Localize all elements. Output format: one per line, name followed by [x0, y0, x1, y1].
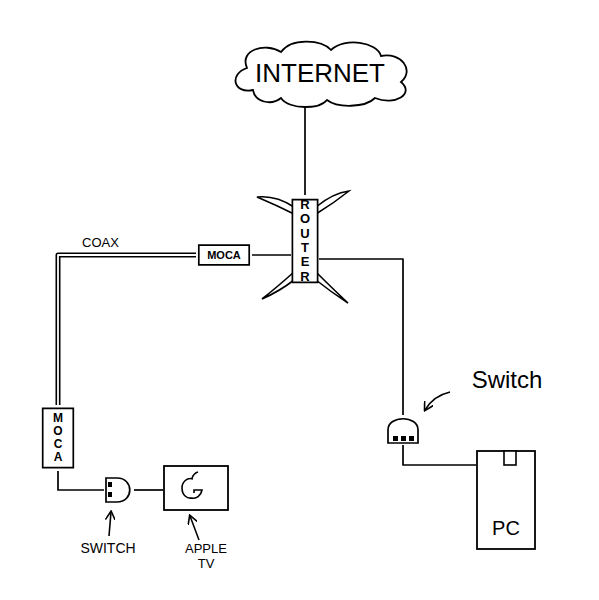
- antenna: [262, 272, 294, 299]
- apple-tv: APPLE TV: [163, 465, 229, 511]
- node-label: ROUTER: [299, 198, 312, 284]
- antenna: [316, 191, 349, 214]
- callout-label: Switch: [452, 366, 562, 394]
- ethernet-cable: [252, 255, 291, 256]
- callout-label: APPLE TV: [176, 542, 236, 572]
- callout-arrow: [109, 512, 111, 536]
- coax-cable: [58, 255, 196, 405]
- callout-arrow: [190, 516, 199, 540]
- antenna: [257, 197, 294, 214]
- switch-symbol: [104, 476, 134, 504]
- node-label: MOCA: [207, 249, 241, 261]
- router-antennas: [257, 191, 349, 303]
- ethernet-cable: [305, 108, 306, 195]
- moca-adapter: MOCA: [196, 244, 252, 266]
- cable-label: COAX: [80, 235, 121, 250]
- ethernet-cable: [403, 445, 476, 465]
- antenna: [316, 272, 348, 303]
- router-box: ROUTER: [291, 195, 319, 287]
- callout-label: SWITCH: [58, 540, 158, 556]
- ethernet-cable: [58, 471, 104, 490]
- moca-adapter: MOCA: [41, 405, 75, 471]
- pc-box: PC: [476, 450, 536, 550]
- node-label: MOCA: [52, 412, 64, 465]
- internet-cloud: INTERNET: [225, 38, 415, 108]
- ethernet-cable: [134, 490, 163, 491]
- switch-symbol: [386, 415, 420, 445]
- network-switch: SWITCH: [104, 476, 134, 504]
- node-label: PC: [492, 517, 520, 540]
- node-label: INTERNET: [255, 58, 385, 89]
- network-switch: Switch: [386, 415, 420, 445]
- callout-arrow: [425, 392, 450, 410]
- ethernet-cable: [319, 259, 403, 415]
- apple-tv-box: [163, 465, 229, 511]
